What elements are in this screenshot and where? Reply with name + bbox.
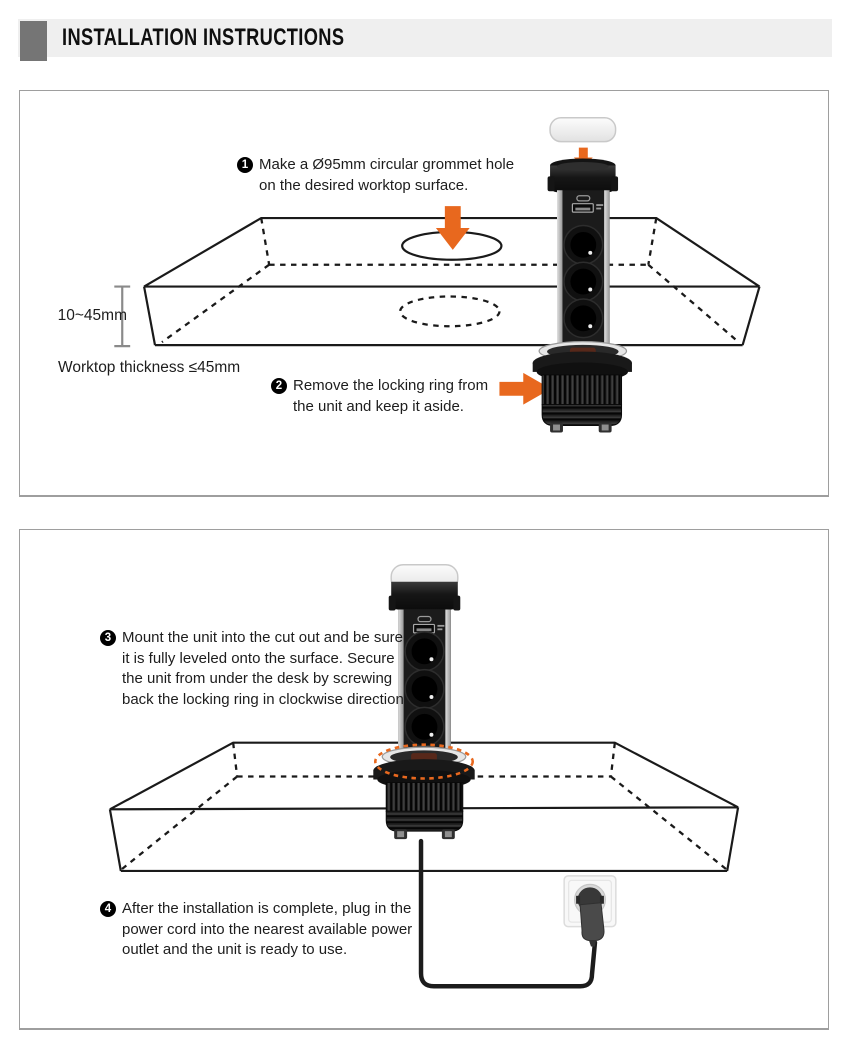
- locking-ring-ribbed: [541, 374, 623, 406]
- collar-clip-left: [547, 176, 555, 192]
- grommet-hole-bottom-dashed: [399, 295, 501, 328]
- step-4-text: After the installation is complete, plug…: [122, 900, 413, 958]
- popup-socket-unit-mounted: [373, 564, 475, 840]
- mount-tab-right: [598, 422, 612, 433]
- header-bar: [18, 19, 832, 57]
- usb-a-tongue: [416, 628, 432, 632]
- locking-ring-threads: [541, 404, 623, 427]
- body-rail-left: [398, 609, 404, 751]
- thickness-range-label: 10~45mm: [57, 307, 127, 324]
- usb-c-port-icon: [417, 615, 432, 623]
- socket-2-icon: [404, 668, 445, 710]
- mount-tab-right: [441, 829, 455, 840]
- locking-ring-arrow-icon: [499, 372, 552, 405]
- usb-label-mark: [596, 207, 602, 210]
- step-2-text: Remove the locking ring from the unit an…: [293, 377, 489, 415]
- plug-earth-clip-left: [576, 895, 581, 904]
- usb-a-tongue: [575, 207, 591, 211]
- usb-label-mark: [596, 204, 604, 206]
- collar-clip-left: [388, 595, 396, 611]
- usb-c-port-icon: [576, 195, 591, 202]
- page-title: INSTALLATION INSTRUCTIONS: [62, 24, 345, 51]
- step-4: 4 After the installation is complete, pl…: [100, 899, 417, 961]
- locking-ring-threads: [385, 810, 464, 832]
- locking-ring-highlight-icon: [374, 743, 474, 780]
- body-rail-right: [445, 609, 451, 751]
- panel1-diagram: [114, 117, 761, 433]
- wall-outlet: [563, 875, 617, 947]
- socket-3-icon: [563, 298, 604, 339]
- step-1-number: 1: [237, 157, 253, 173]
- socket-3-icon: [404, 706, 445, 747]
- popup-socket-unit: [532, 117, 632, 433]
- power-cord: [418, 838, 598, 989]
- usb-label-mark: [437, 628, 443, 631]
- step-4-number: 4: [100, 901, 116, 917]
- step-3-number: 3: [100, 630, 116, 646]
- body-rail-left: [557, 190, 563, 348]
- collar-clip-right: [611, 176, 619, 192]
- flange-inner-detail: [411, 753, 437, 762]
- worktop-hidden-edges: [161, 217, 740, 344]
- socket-2-icon: [563, 261, 604, 302]
- plug-earth-clip-right: [599, 895, 604, 904]
- thickness-dimension-line: [114, 285, 131, 348]
- locking-ring-ribbed: [385, 781, 464, 812]
- step-1: 1 Make a Ø95mm circular grommet hole on …: [237, 155, 517, 196]
- socket-1-icon: [404, 631, 445, 672]
- panel2-diagram: [108, 564, 740, 989]
- unit-collar: [391, 581, 458, 610]
- mount-tab-left: [550, 422, 563, 433]
- socket-1-icon: [563, 224, 604, 265]
- panel-step-3-4: 3 Mount the unit into the cut out and be…: [19, 529, 829, 1030]
- header-accent-square: [20, 21, 47, 61]
- plug-cord-neck: [589, 940, 596, 947]
- step-3-text: Mount the unit into the cut out and be s…: [122, 629, 408, 708]
- mount-tab-left: [394, 829, 408, 840]
- step-2-number: 2: [271, 378, 287, 394]
- collar-clip-right: [453, 595, 461, 611]
- grommet-hole-arrow-icon: [435, 206, 470, 250]
- body-rail-right: [604, 190, 610, 348]
- thickness-note-label: Worktop thickness ≤45mm: [58, 359, 241, 376]
- step-2: 2 Remove the locking ring from the unit …: [271, 376, 505, 417]
- unit-cap: [549, 117, 617, 143]
- unit-collar: [550, 165, 616, 193]
- usb-label-mark: [437, 624, 445, 627]
- step-1-text: Make a Ø95mm circular grommet hole on th…: [259, 156, 515, 194]
- panel-step-1-2: 1 Make a Ø95mm circular grommet hole on …: [19, 90, 829, 497]
- step-3: 3 Mount the unit into the cut out and be…: [100, 628, 414, 710]
- plug-body: [579, 902, 605, 942]
- collar-inner: [557, 161, 609, 171]
